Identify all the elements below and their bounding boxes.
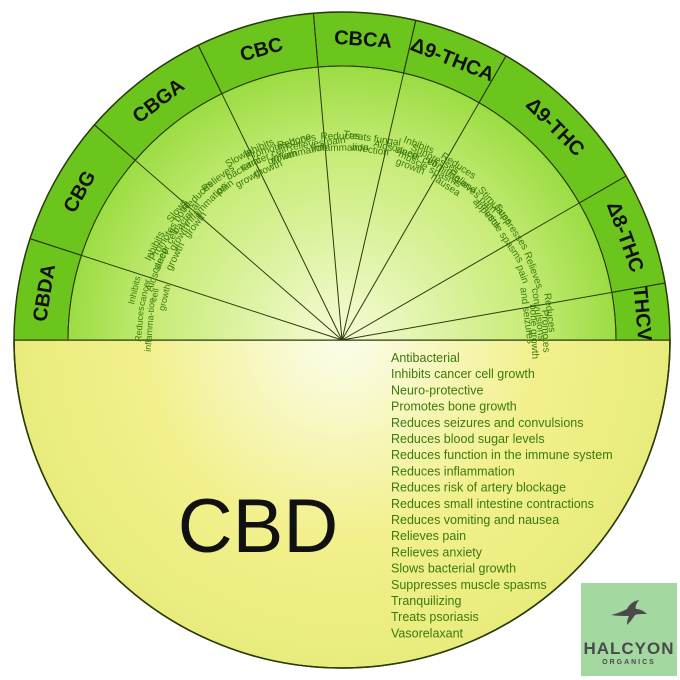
cbd-effect-tranquilizing: Tranquilizing [391, 594, 461, 608]
sector-cbca [313, 11, 416, 340]
cbd-effect-vasorelaxant: Vasorelaxant [391, 626, 464, 640]
sector-delta-8-thc [342, 176, 666, 340]
cbd-effect-antibacterial: Antibacterial [391, 351, 460, 365]
cbd-effect-reduces-seizures-and-convulsions: Reduces seizures and convulsions [391, 416, 583, 430]
cbd-effect-relieves-anxiety: Relieves anxiety [391, 545, 483, 559]
cbd-effect-reduces-function-in-the-immune-system: Reduces function in the immune system [391, 448, 613, 462]
divider-lines [13, 11, 671, 669]
divider-line [341, 282, 666, 341]
name-band-edge [134, 93, 223, 161]
cbd-effect-treats-psoriasis: Treats psoriasis [391, 610, 479, 624]
cbd-effect-reduces-inflammation: Reduces inflammation [391, 464, 515, 478]
cbd-effect-neuro-protective: Neuro-protective [391, 383, 483, 397]
sector-delta-9-thca [342, 20, 506, 341]
cbd-effect-inhibits-cancer-cell-growth: Inhibits cancer cell growth [391, 367, 535, 381]
sector-name-thcv: THCV [629, 286, 656, 343]
divider-line [341, 20, 417, 341]
halcyon-organics-logo: HALCYON ORGANICS [581, 583, 677, 676]
cbd-effect-reduces-vomiting-and-nausea: Reduces vomiting and nausea [391, 513, 559, 527]
divider-line [341, 175, 627, 341]
divider-line [197, 44, 343, 341]
cbd-effect-slows-bacterial-growth: Slows bacterial growth [391, 562, 516, 576]
divider-line [29, 238, 343, 341]
name-band-edge [221, 66, 319, 95]
cbd-effect-promotes-bone-growth: Promotes bone growth [391, 400, 517, 414]
effect-thcv-reduces-convulsions-and-seizures: Reducesconvulsionsand seizures [517, 284, 558, 345]
effect-cbda-reduces-inflamma-tion: Reducesinflamma-tion [132, 297, 157, 352]
effect-cbg-inhibits-cancer-cell-growth: Inhibitscancer cellgrowth [140, 223, 192, 281]
sector-cbda [14, 238, 342, 340]
divider-line [312, 13, 343, 341]
sector-name-cbca: CBCA [333, 27, 392, 53]
cbd-name: CBD [178, 484, 338, 569]
effect-thcv-promotes-bone-growth: Promotesbone growth [527, 303, 552, 359]
cbd-effect-reduces-risk-of-artery-blockage: Reduces risk of artery blockage [391, 481, 566, 495]
name-band-edge [67, 255, 82, 341]
name-band-edge [478, 102, 580, 204]
wheel-outline [13, 11, 671, 669]
sector-cbc [198, 13, 342, 341]
logo-brand: HALCYON [583, 639, 675, 658]
cbd-effect-relieves-pain: Relieves pain [391, 529, 466, 543]
hummingbird-icon [611, 600, 647, 625]
name-band-edge [578, 202, 613, 293]
cbd-effect-reduces-blood-sugar-levels: Reduces blood sugar levels [391, 432, 545, 446]
name-band-layer [13, 11, 671, 341]
cbd-effect-suppresses-muscle-spasms: Suppresses muscle spasms [391, 578, 547, 592]
name-band-edge [318, 65, 404, 74]
divider-line [341, 55, 507, 341]
name-band-edge [80, 159, 136, 256]
divider-line [94, 124, 343, 341]
name-band-edge [403, 72, 480, 104]
cbd-effect-reduces-small-intestine-contractions: Reduces small intestine contractions [391, 497, 594, 511]
logo-tagline: ORGANICS [602, 659, 656, 666]
